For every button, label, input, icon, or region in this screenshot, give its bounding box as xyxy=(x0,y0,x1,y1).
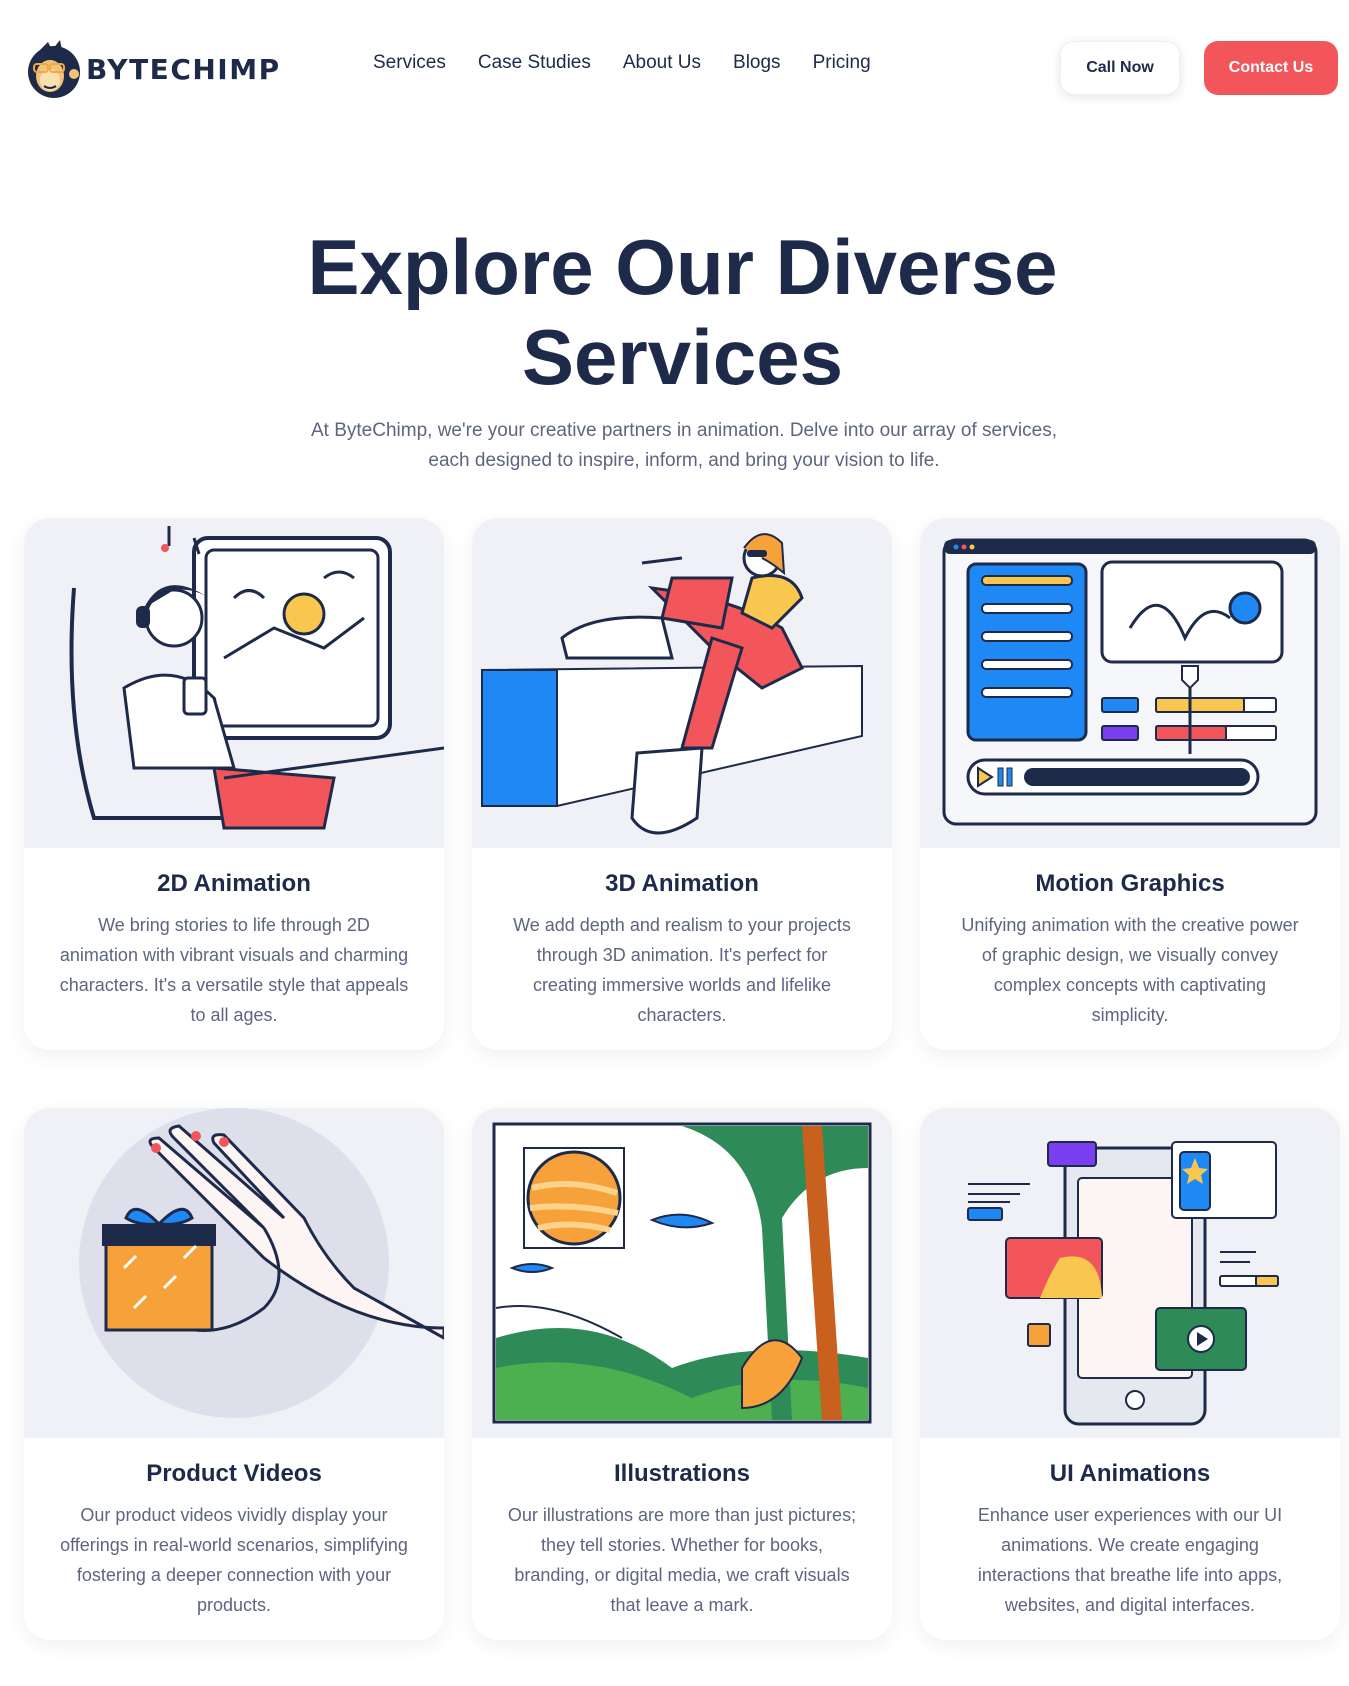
main-nav: Services Case Studies About Us Blogs Pri… xyxy=(373,52,871,74)
page-subtitle: At ByteChimp, we're your creative partne… xyxy=(284,416,1084,476)
brand-name: BYTECHIMP xyxy=(86,52,281,86)
service-card-ui-animations[interactable]: UI Animations Enhance user experiences w… xyxy=(920,1108,1340,1640)
page-title-line-1: Explore Our Diverse xyxy=(307,223,1058,311)
card-title: Illustrations xyxy=(613,1460,751,1487)
product-videos-illustration xyxy=(24,1108,444,1438)
page-subtitle-line-2: each designed to inspire, inform, and br… xyxy=(428,450,940,471)
illustrations-illustration xyxy=(472,1108,892,1438)
nav-item-blogs[interactable]: Blogs xyxy=(733,52,781,73)
card-description: Our product videos vividly display your … xyxy=(60,1505,408,1615)
nav-item-pricing[interactable]: Pricing xyxy=(812,52,871,73)
logo[interactable]: BYTECHIMP xyxy=(26,38,281,100)
nav-item-about-us[interactable]: About Us xyxy=(622,52,702,73)
call-now-button[interactable]: Call Now xyxy=(1060,41,1180,95)
card-description: Our illustrations are more than just pic… xyxy=(507,1505,857,1615)
card-description: We bring stories to life through 2D anim… xyxy=(59,915,409,1025)
card-description: Enhance user experiences with our UI ani… xyxy=(977,1505,1283,1615)
page-subtitle-line-1: At ByteChimp, we're your creative partne… xyxy=(311,420,1057,441)
contact-us-button[interactable]: Contact Us xyxy=(1204,41,1338,95)
ui-animations-illustration xyxy=(920,1108,1340,1438)
card-title: UI Animations xyxy=(1049,1460,1211,1487)
card-title: 3D Animation xyxy=(605,870,759,897)
service-card-3d-animation[interactable]: 3D Animation We add depth and realism to… xyxy=(472,518,892,1050)
service-card-illustrations[interactable]: Illustrations Our illustrations are more… xyxy=(472,1108,892,1640)
3d-animation-illustration xyxy=(472,518,892,848)
service-card-product-videos[interactable]: Product Videos Our product videos vividl… xyxy=(24,1108,444,1640)
service-card-2d-animation[interactable]: 2D Animation We bring stories to life th… xyxy=(24,518,444,1050)
card-title: 2D Animation xyxy=(157,870,311,897)
nav-item-case-studies[interactable]: Case Studies xyxy=(477,52,591,73)
card-title: Motion Graphics xyxy=(1035,870,1225,897)
page-title-line-2: Services xyxy=(522,313,843,401)
site-header: BYTECHIMP Services Case Studies About Us… xyxy=(0,0,1349,135)
2d-animation-illustration xyxy=(24,518,444,848)
service-card-motion-graphics[interactable]: Motion Graphics Unifying animation with … xyxy=(920,518,1340,1050)
motion-graphics-illustration xyxy=(920,518,1340,848)
card-description: We add depth and realism to your project… xyxy=(513,915,851,1025)
chimp-logo-icon xyxy=(28,40,80,98)
card-title: Product Videos xyxy=(146,1460,322,1487)
page-title: Explore Our Diverse Services xyxy=(0,222,1349,402)
card-description: Unifying animation with the creative pow… xyxy=(961,915,1299,1025)
nav-item-services[interactable]: Services xyxy=(373,52,446,73)
